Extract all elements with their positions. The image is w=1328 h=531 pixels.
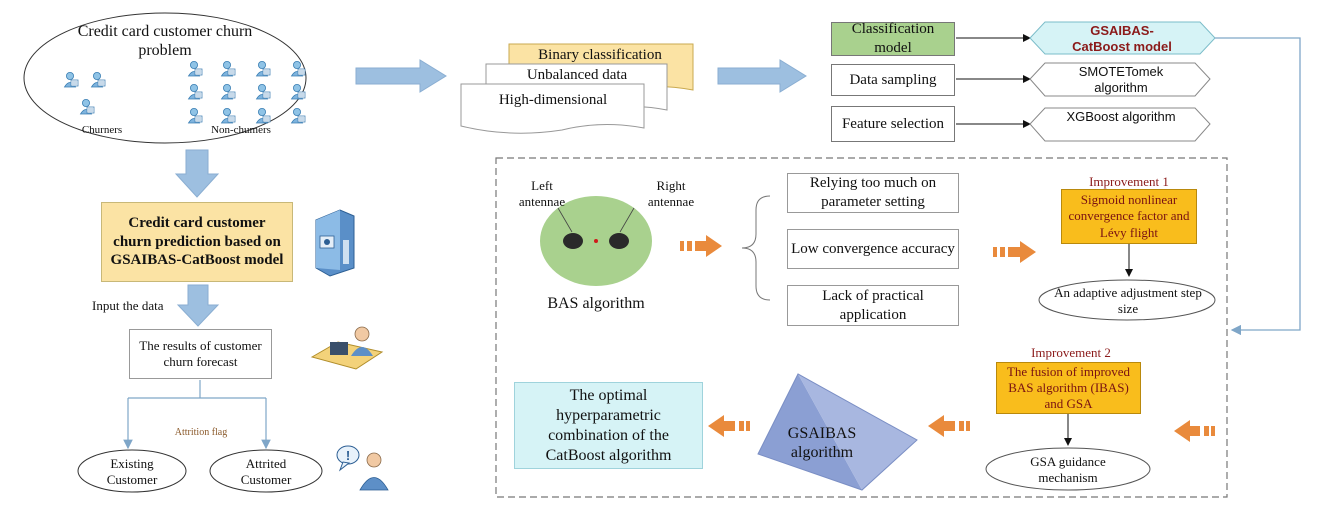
flow-arrow-right-2: [717, 59, 807, 93]
problem-title: Credit card customer churn problem: [77, 23, 253, 60]
adaptive-step-label: An adaptive adjustment step size: [1054, 285, 1202, 316]
desk-person-icon: [310, 326, 384, 370]
flow-arrow-right-1: [355, 59, 447, 93]
left-antenna-node: [563, 233, 583, 249]
issue-binary: Binary classification: [538, 47, 662, 63]
smote-label: SMOTETomek algorithm: [1078, 64, 1164, 95]
input-label: Input the data: [92, 298, 164, 313]
existing-ellipse: [77, 449, 187, 493]
issue-unbalanced: Unbalanced data: [526, 67, 628, 83]
results-box: The results of customer churn forecast: [129, 329, 272, 379]
adaptive-ellipse: [1038, 279, 1216, 321]
hex-smote: [1029, 62, 1211, 97]
feedback-line: [1215, 37, 1301, 336]
improvement1-box: Sigmoid nonlinear convergence factor and…: [1061, 189, 1197, 244]
problem-ellipse: [23, 12, 307, 144]
flow-arrow-down-2: [176, 284, 220, 327]
flow-arrow-down-1: [174, 149, 220, 198]
optimal-combination-box: The optimal hyperparametric combination …: [514, 382, 703, 469]
gsa-guidance-label: GSA guidance mechanism: [1030, 454, 1106, 485]
problem-application-box: Lack of practical application: [787, 285, 959, 326]
feature-selection-box: Feature selection: [831, 106, 955, 142]
left-antennae-label: Left antennae: [518, 178, 566, 209]
nonchurners-label: Non-chumers: [211, 124, 271, 136]
xgboost-label: XGBoost algorithm: [1066, 109, 1176, 124]
pyramid-right: [798, 374, 917, 490]
doc-highdim: [460, 83, 645, 134]
building-icon: [315, 209, 355, 277]
churners-label: Churners: [81, 124, 123, 136]
bracket: [741, 195, 771, 301]
data-sampling-box: Data sampling: [831, 64, 955, 96]
problem-parameter-box: Relying too much on parameter setting: [787, 173, 959, 213]
existing-customer-label: Existing Customer: [106, 456, 158, 487]
gsaibas-model-label: GSAIBAS-CatBoost model: [1072, 23, 1172, 54]
issue-highdim: High-dimensional: [498, 92, 608, 108]
hex-xgboost: [1029, 107, 1211, 142]
improvement2-title: Improvement 2: [1031, 345, 1111, 360]
prediction-box: Credit card customer churn prediction ba…: [101, 202, 293, 282]
classification-model-box: Classification model: [831, 21, 955, 56]
improvement2-box: The fusion of improved BAS algorithm (IB…: [996, 362, 1141, 414]
attrition-flag-label: Attrition flag: [174, 427, 228, 438]
attrited-customer-label: Attrited Customer: [240, 456, 292, 487]
improvement-frame: [495, 157, 1228, 498]
right-antenna-node: [609, 233, 629, 249]
question-person-icon: !: [336, 445, 389, 491]
gsaibas-algorithm-label: GSAIBAS algorithm: [787, 425, 857, 462]
orange-arrows: [680, 235, 1215, 442]
svg-text:!: !: [346, 448, 350, 463]
attrited-ellipse: [209, 449, 323, 493]
bas-label: BAS algorithm: [547, 295, 645, 312]
improvement1-title: Improvement 1: [1089, 174, 1169, 189]
gsa-ellipse: [985, 447, 1151, 491]
problem-convergence-box: Low convergence accuracy: [787, 229, 959, 269]
right-antennae-label: Right antennae: [647, 178, 695, 209]
hex-gsaibas: [1029, 21, 1216, 55]
